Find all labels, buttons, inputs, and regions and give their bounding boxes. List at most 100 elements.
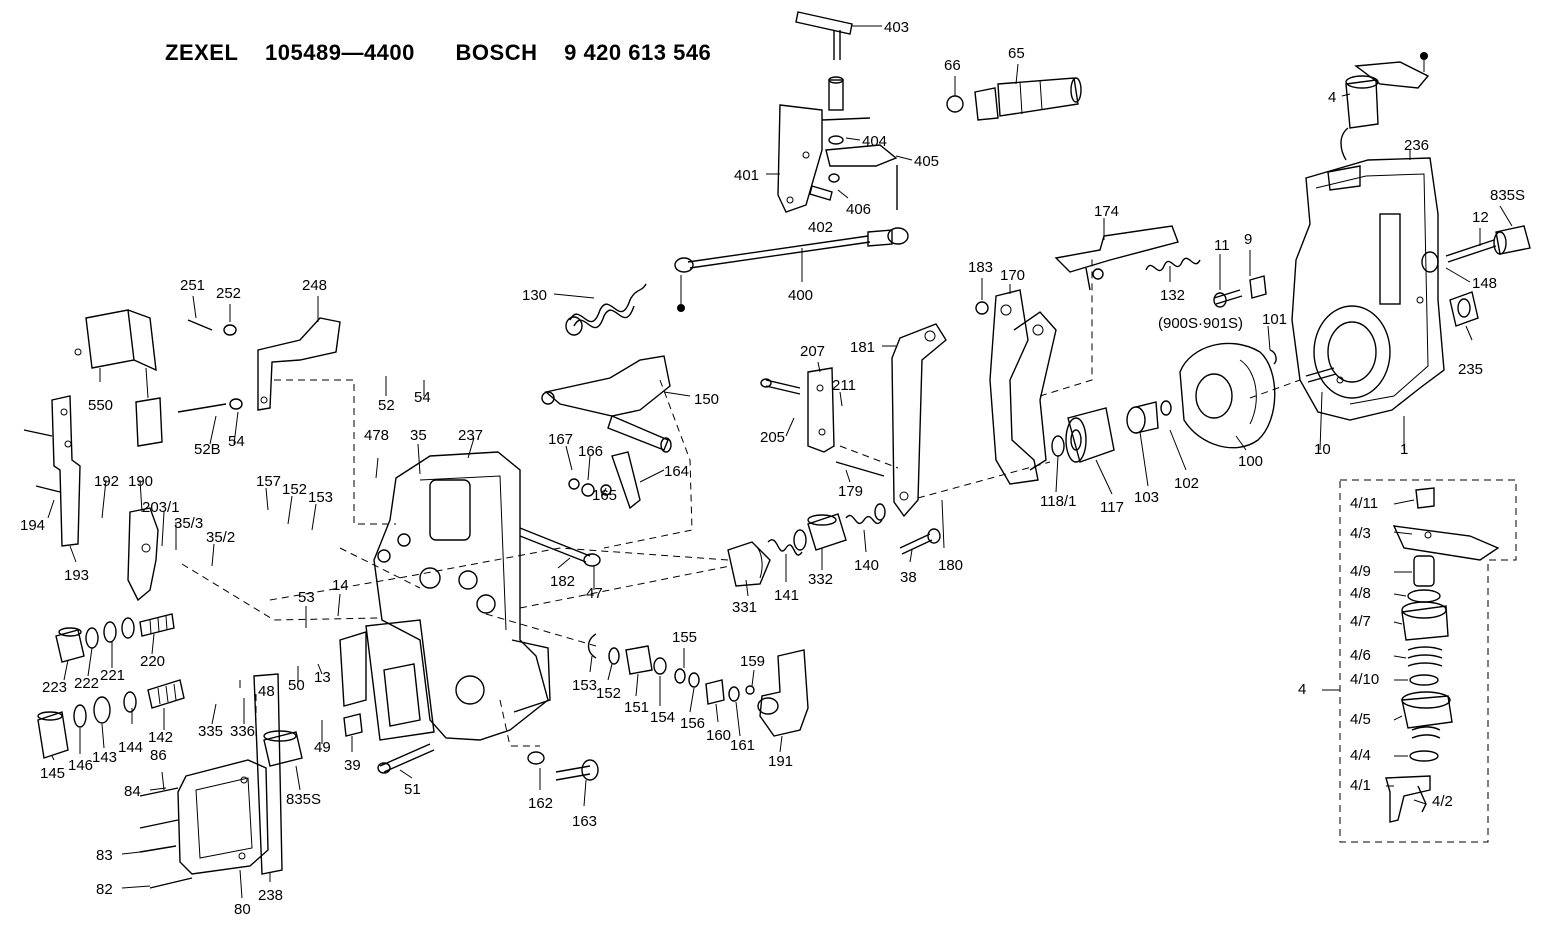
label-236: 236 [1404, 137, 1429, 154]
label-205: 205 [760, 429, 785, 446]
nut-235-icon [1449, 291, 1479, 327]
label-478: 478 [364, 427, 389, 444]
label-167: 167 [548, 431, 573, 448]
label-4-3: 4/3 [1350, 525, 1371, 542]
label-144: 144 [118, 739, 143, 756]
label-159: 159 [740, 653, 765, 670]
label-142: 142 [148, 729, 173, 746]
label-402: 402 [808, 219, 833, 236]
label-404: 404 [862, 133, 887, 150]
label-118-1: 118/1 [1040, 493, 1076, 510]
label-39: 39 [344, 757, 361, 774]
label-53: 53 [298, 589, 315, 606]
label-150: 150 [694, 391, 719, 408]
label-211: 211 [832, 377, 856, 394]
label-166: 166 [578, 443, 603, 460]
lever-150-icon [541, 355, 672, 453]
label-12: 12 [1472, 209, 1489, 226]
label-65: 65 [1008, 45, 1025, 62]
spring-130-icon [565, 283, 647, 336]
label-52B: 52B [194, 441, 221, 458]
screw-142-icon [147, 679, 185, 709]
label-132: 132 [1160, 287, 1185, 304]
nut-332-icon [807, 513, 847, 551]
label-170: 170 [1000, 267, 1025, 284]
brand-zexel: ZEXEL [165, 40, 239, 65]
label-130: 130 [522, 287, 547, 304]
label-4-7: 4/7 [1350, 613, 1371, 630]
label-248: 248 [302, 277, 327, 294]
label-4-5: 4/5 [1350, 711, 1371, 728]
label-203-1: 203/1 [142, 499, 180, 516]
label-163: 163 [572, 813, 597, 830]
nut-39-icon [343, 713, 363, 737]
label-403: 403 [884, 19, 909, 36]
label-14: 14 [332, 577, 349, 594]
label-4-1: 4/1 [1350, 777, 1371, 794]
label-103: 103 [1134, 489, 1159, 506]
label-117: 117 [1100, 499, 1124, 516]
label-4-2: 4/2 [1432, 793, 1453, 810]
label-35-3: 35/3 [174, 515, 203, 532]
label-1: 1 [1400, 441, 1408, 458]
label-336: 336 [230, 723, 255, 740]
label-54-lower: 54 [228, 433, 245, 450]
shaft-182-icon [519, 527, 601, 567]
connector-550-icon [74, 309, 163, 447]
label-101: 101 [1262, 311, 1287, 328]
brand-bosch: BOSCH [455, 40, 538, 65]
label-191: 191 [768, 753, 793, 770]
label-4-10: 4/10 [1350, 671, 1379, 688]
label-162: 162 [528, 795, 553, 812]
label-4-detail: 4 [1298, 681, 1306, 698]
label-550: 550 [88, 397, 113, 414]
label-335: 335 [198, 723, 223, 740]
label-180: 180 [938, 557, 963, 574]
spring-141-icon [767, 529, 807, 556]
label-54-upper: 54 [414, 389, 431, 406]
label-223: 223 [42, 679, 67, 696]
label-9: 9 [1244, 231, 1252, 248]
label-83: 83 [96, 847, 113, 864]
bracket-248-icon [177, 317, 341, 413]
label-146: 146 [68, 757, 93, 774]
label-148: 148 [1472, 275, 1497, 292]
washer-stack-146-143-144-icon [73, 691, 137, 728]
label-900S-901S: (900S·901S) [1158, 315, 1243, 332]
nut-835S-right-icon [1493, 225, 1531, 255]
lever-164-icon [568, 451, 641, 510]
lever-403-icon [795, 11, 853, 111]
label-4-11: 4/11 [1350, 495, 1378, 512]
label-157: 157 [256, 473, 281, 490]
spring-132-icon [1145, 257, 1201, 272]
label-331: 331 [732, 599, 757, 616]
screw-402-icon [809, 185, 833, 201]
spring-seat-331-icon [727, 541, 771, 587]
diagram-title: ZEXEL 105489—4400 BOSCH 9 420 613 546 [165, 40, 731, 66]
screw-12-icon [1421, 239, 1497, 273]
adjusting-assembly-4-icon [1340, 52, 1430, 161]
part-labels: 403 66 65 404 405 401 406 402 4 236 835S… [20, 19, 1525, 918]
label-401: 401 [734, 167, 759, 184]
label-66: 66 [944, 57, 961, 74]
label-145: 145 [40, 765, 65, 782]
label-153-lower: 153 [572, 677, 597, 694]
cap-835S-icon [263, 730, 303, 767]
screw-38-icon [899, 528, 941, 555]
label-222: 222 [74, 675, 99, 692]
label-84: 84 [124, 783, 141, 800]
label-252: 252 [216, 285, 241, 302]
label-51: 51 [404, 781, 421, 798]
label-332: 332 [808, 571, 833, 588]
label-154: 154 [650, 709, 675, 726]
bosch-part-number: 9 420 613 546 [564, 40, 712, 65]
governor-housing-237-icon [339, 451, 551, 741]
label-11: 11 [1214, 237, 1230, 254]
control-rod-400-icon [674, 227, 909, 312]
assembly-dash-lines [181, 258, 1301, 747]
washer-118-1-icon [1051, 435, 1065, 457]
screw-11-9-icon [1213, 275, 1267, 308]
label-194: 194 [20, 517, 45, 534]
lever-174-icon [1054, 225, 1179, 291]
